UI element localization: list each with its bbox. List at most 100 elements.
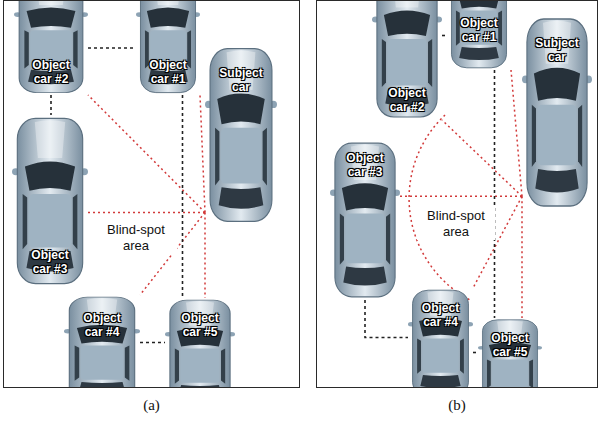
windshield [25,161,75,190]
car-icon: Object car #3 [330,140,400,300]
sight-line [511,70,522,196]
side-window [456,11,460,46]
car-label: Object car #4 [412,301,470,329]
side-window [386,214,390,265]
side-window [175,349,179,384]
rear-window [459,47,499,60]
car-roof [29,194,72,247]
car-label: Object car #1 [139,58,197,86]
car-roof [221,128,261,184]
windshield [534,68,580,101]
car-body [527,19,587,206]
car-roof [387,39,426,86]
sight-line [88,212,205,214]
gap-line [473,352,478,354]
car-roof [492,359,528,387]
car-illustration [64,295,140,387]
car-label: Object car #3 [21,248,79,276]
gap-line [50,95,52,115]
side-window [498,11,502,46]
car-body [17,118,82,283]
car-icon: Object car #1 [136,1,200,95]
windshield [217,94,265,125]
sight-line [521,196,523,318]
panel-caption: (b) [317,397,597,414]
hood-highlight [36,1,66,5]
figure-panel: (b)Object car #2Object car #1Subject car… [316,0,598,388]
car-icon: Subject car [522,15,592,210]
side-window [75,346,80,381]
side-window [24,30,28,68]
gap-line [442,35,447,37]
car-roof [345,214,384,264]
car-label: Subject car [528,36,586,64]
car-roof [537,105,576,165]
gap-line [140,342,165,344]
car-body [210,49,272,222]
car-label: Object car #1 [450,16,508,44]
rear-window [535,169,578,192]
windshield [342,183,388,210]
car-body [69,297,134,387]
car-icon: Object car #4 [408,288,473,387]
car-icon: Object car #3 [12,115,88,287]
side-window [340,214,344,265]
side-window [460,339,464,374]
hood-highlight [155,1,181,5]
windshield [147,7,189,27]
sight-line [200,95,205,212]
car-icon: Object car #5 [165,298,235,387]
car-icon: Object car #4 [64,295,140,387]
side-window [417,339,421,374]
region-label: Blind-spot area [95,222,177,254]
gap-line [494,70,496,318]
side-window [145,30,149,68]
panel-caption: (a) [4,397,299,414]
side-window [23,194,28,249]
side-window [382,39,386,87]
gap-line [88,47,136,49]
car-label: Object car #2 [378,86,436,114]
rear-window [178,385,221,387]
car-roof [180,349,219,383]
car-roof [81,346,124,380]
side-window [221,349,225,384]
car-body [170,300,230,387]
side-window [263,128,267,186]
region-label: Blind-spot area [417,208,495,240]
side-window [215,128,219,186]
windshield [458,1,500,8]
windshield [384,11,430,37]
hood-highlight [393,1,421,8]
car-label: Object car #5 [481,331,539,359]
car-label: Object car #5 [171,311,229,339]
car-label: Object car #2 [22,58,80,86]
car-label: Object car #4 [73,311,131,339]
side-window [529,359,533,387]
side-window [125,346,130,381]
car-icon: Object car #2 [14,1,88,95]
sight-line [442,120,522,196]
windshield [27,7,76,27]
figure-panel: (a)Object car #2Object car #1Subject car… [3,0,300,388]
car-label: Object car #3 [336,151,394,179]
car-body [19,1,83,93]
gap-line [365,300,408,338]
car-icon: Object car #2 [372,1,442,120]
car-icon: Subject car [205,45,277,225]
side-window [428,39,432,87]
rear-window [78,382,125,387]
side-window [487,359,491,387]
rear-window [420,375,460,387]
car-label: Subject car [212,66,270,94]
rear-window [343,266,386,285]
gap-line [182,95,184,298]
rear-window [219,187,264,209]
side-window [187,30,191,68]
sight-line [88,95,205,212]
side-window [578,105,582,167]
side-window [73,30,77,68]
car-icon: Object car #5 [478,318,542,387]
sight-line [400,196,522,198]
car-body [335,143,395,297]
